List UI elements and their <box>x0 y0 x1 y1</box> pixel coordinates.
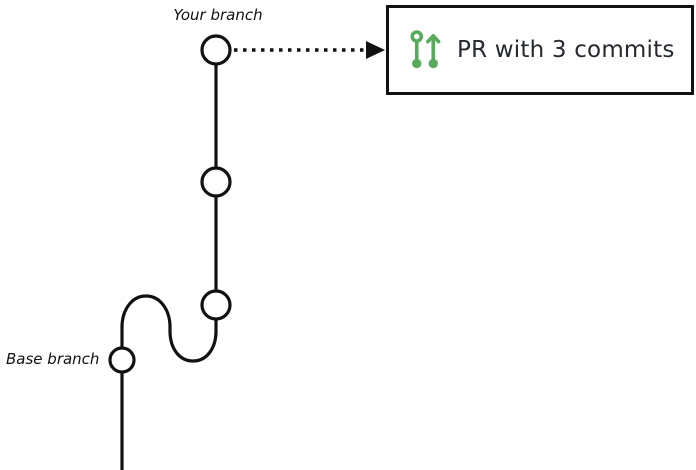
commit-node <box>200 289 232 321</box>
base-branch-node <box>108 346 136 374</box>
your-branch-label: Your branch <box>173 6 263 24</box>
pr-box-label: PR with 3 commits <box>457 37 675 63</box>
arrow-head <box>366 41 385 59</box>
pr-box: PR with 3 commits <box>386 5 694 95</box>
commit-node <box>200 166 232 198</box>
branch-line <box>120 48 218 470</box>
pull-request-icon <box>410 30 441 69</box>
base-branch-label: Base branch <box>6 350 100 368</box>
commit-node <box>200 34 232 66</box>
